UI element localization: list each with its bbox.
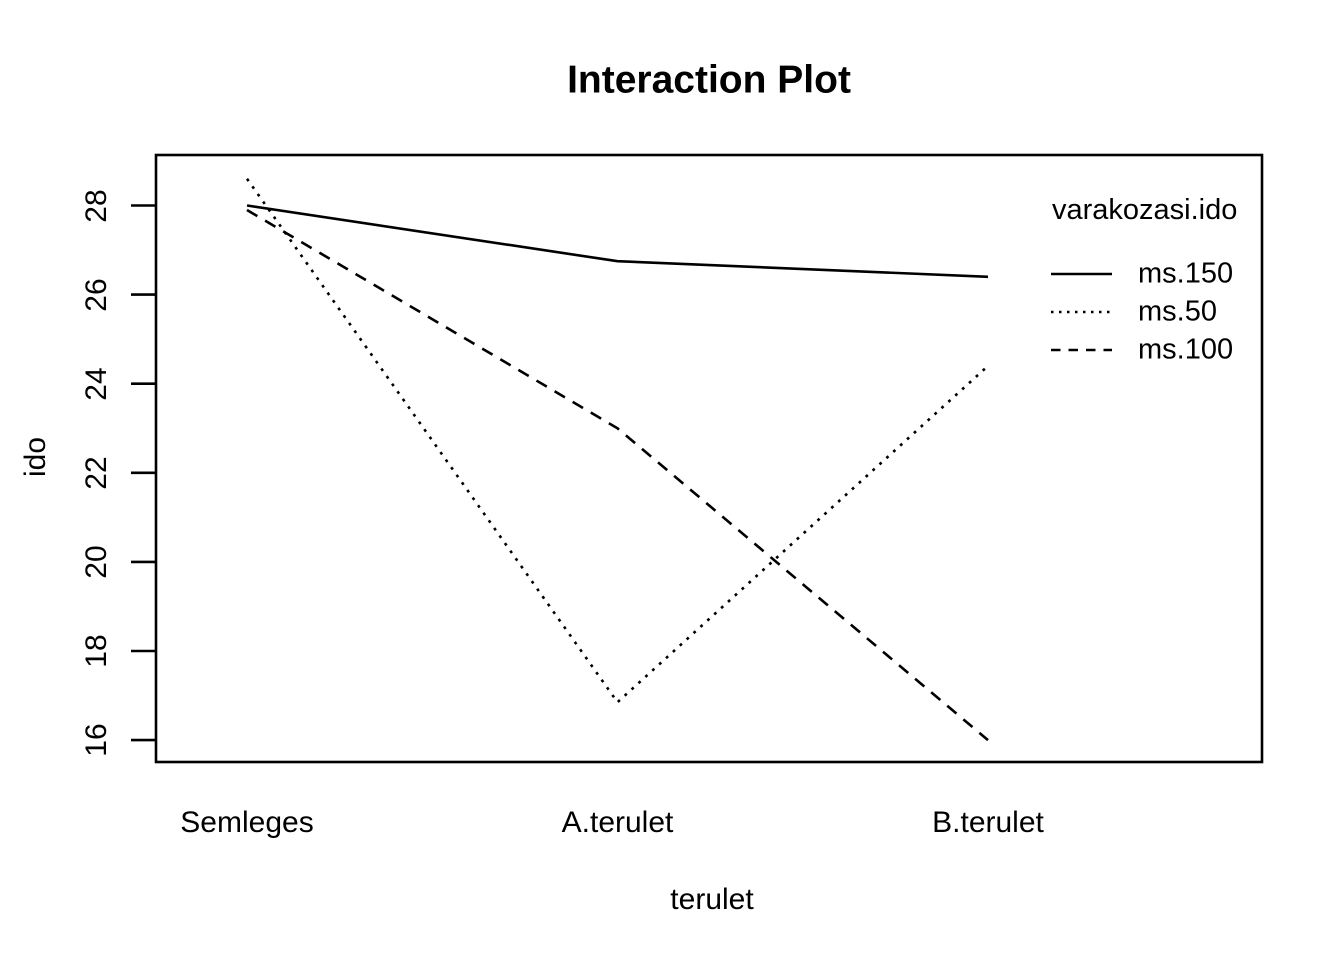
y-tick-label: 16 — [80, 723, 113, 757]
x-category-label: A.terulet — [561, 806, 674, 839]
legend-entry-label: ms.150 — [1138, 257, 1234, 290]
legend-entry-label: ms.100 — [1138, 333, 1234, 366]
x-category-label: Semleges — [180, 806, 314, 839]
y-tick-label: 24 — [80, 367, 113, 401]
series-line-ms.150 — [246, 204, 989, 279]
plot-border — [154, 153, 1264, 764]
y-axis-title: ido — [19, 436, 52, 478]
chart-title: Interaction Plot — [567, 58, 851, 102]
y-tick-label: 22 — [80, 456, 113, 490]
legend-title: varakozasi.ido — [1052, 194, 1238, 226]
series-line-ms.100 — [246, 208, 989, 742]
legend-entry-label: ms.50 — [1138, 295, 1217, 328]
y-tick-label: 20 — [80, 545, 113, 579]
x-axis-title: terulet — [670, 883, 754, 916]
y-tick-label: 18 — [80, 634, 113, 668]
y-tick-label: 28 — [80, 188, 113, 223]
y-tick-label: 26 — [80, 277, 113, 312]
series-line-ms.50 — [245, 178, 989, 705]
x-category-label: B.terulet — [932, 806, 1044, 839]
